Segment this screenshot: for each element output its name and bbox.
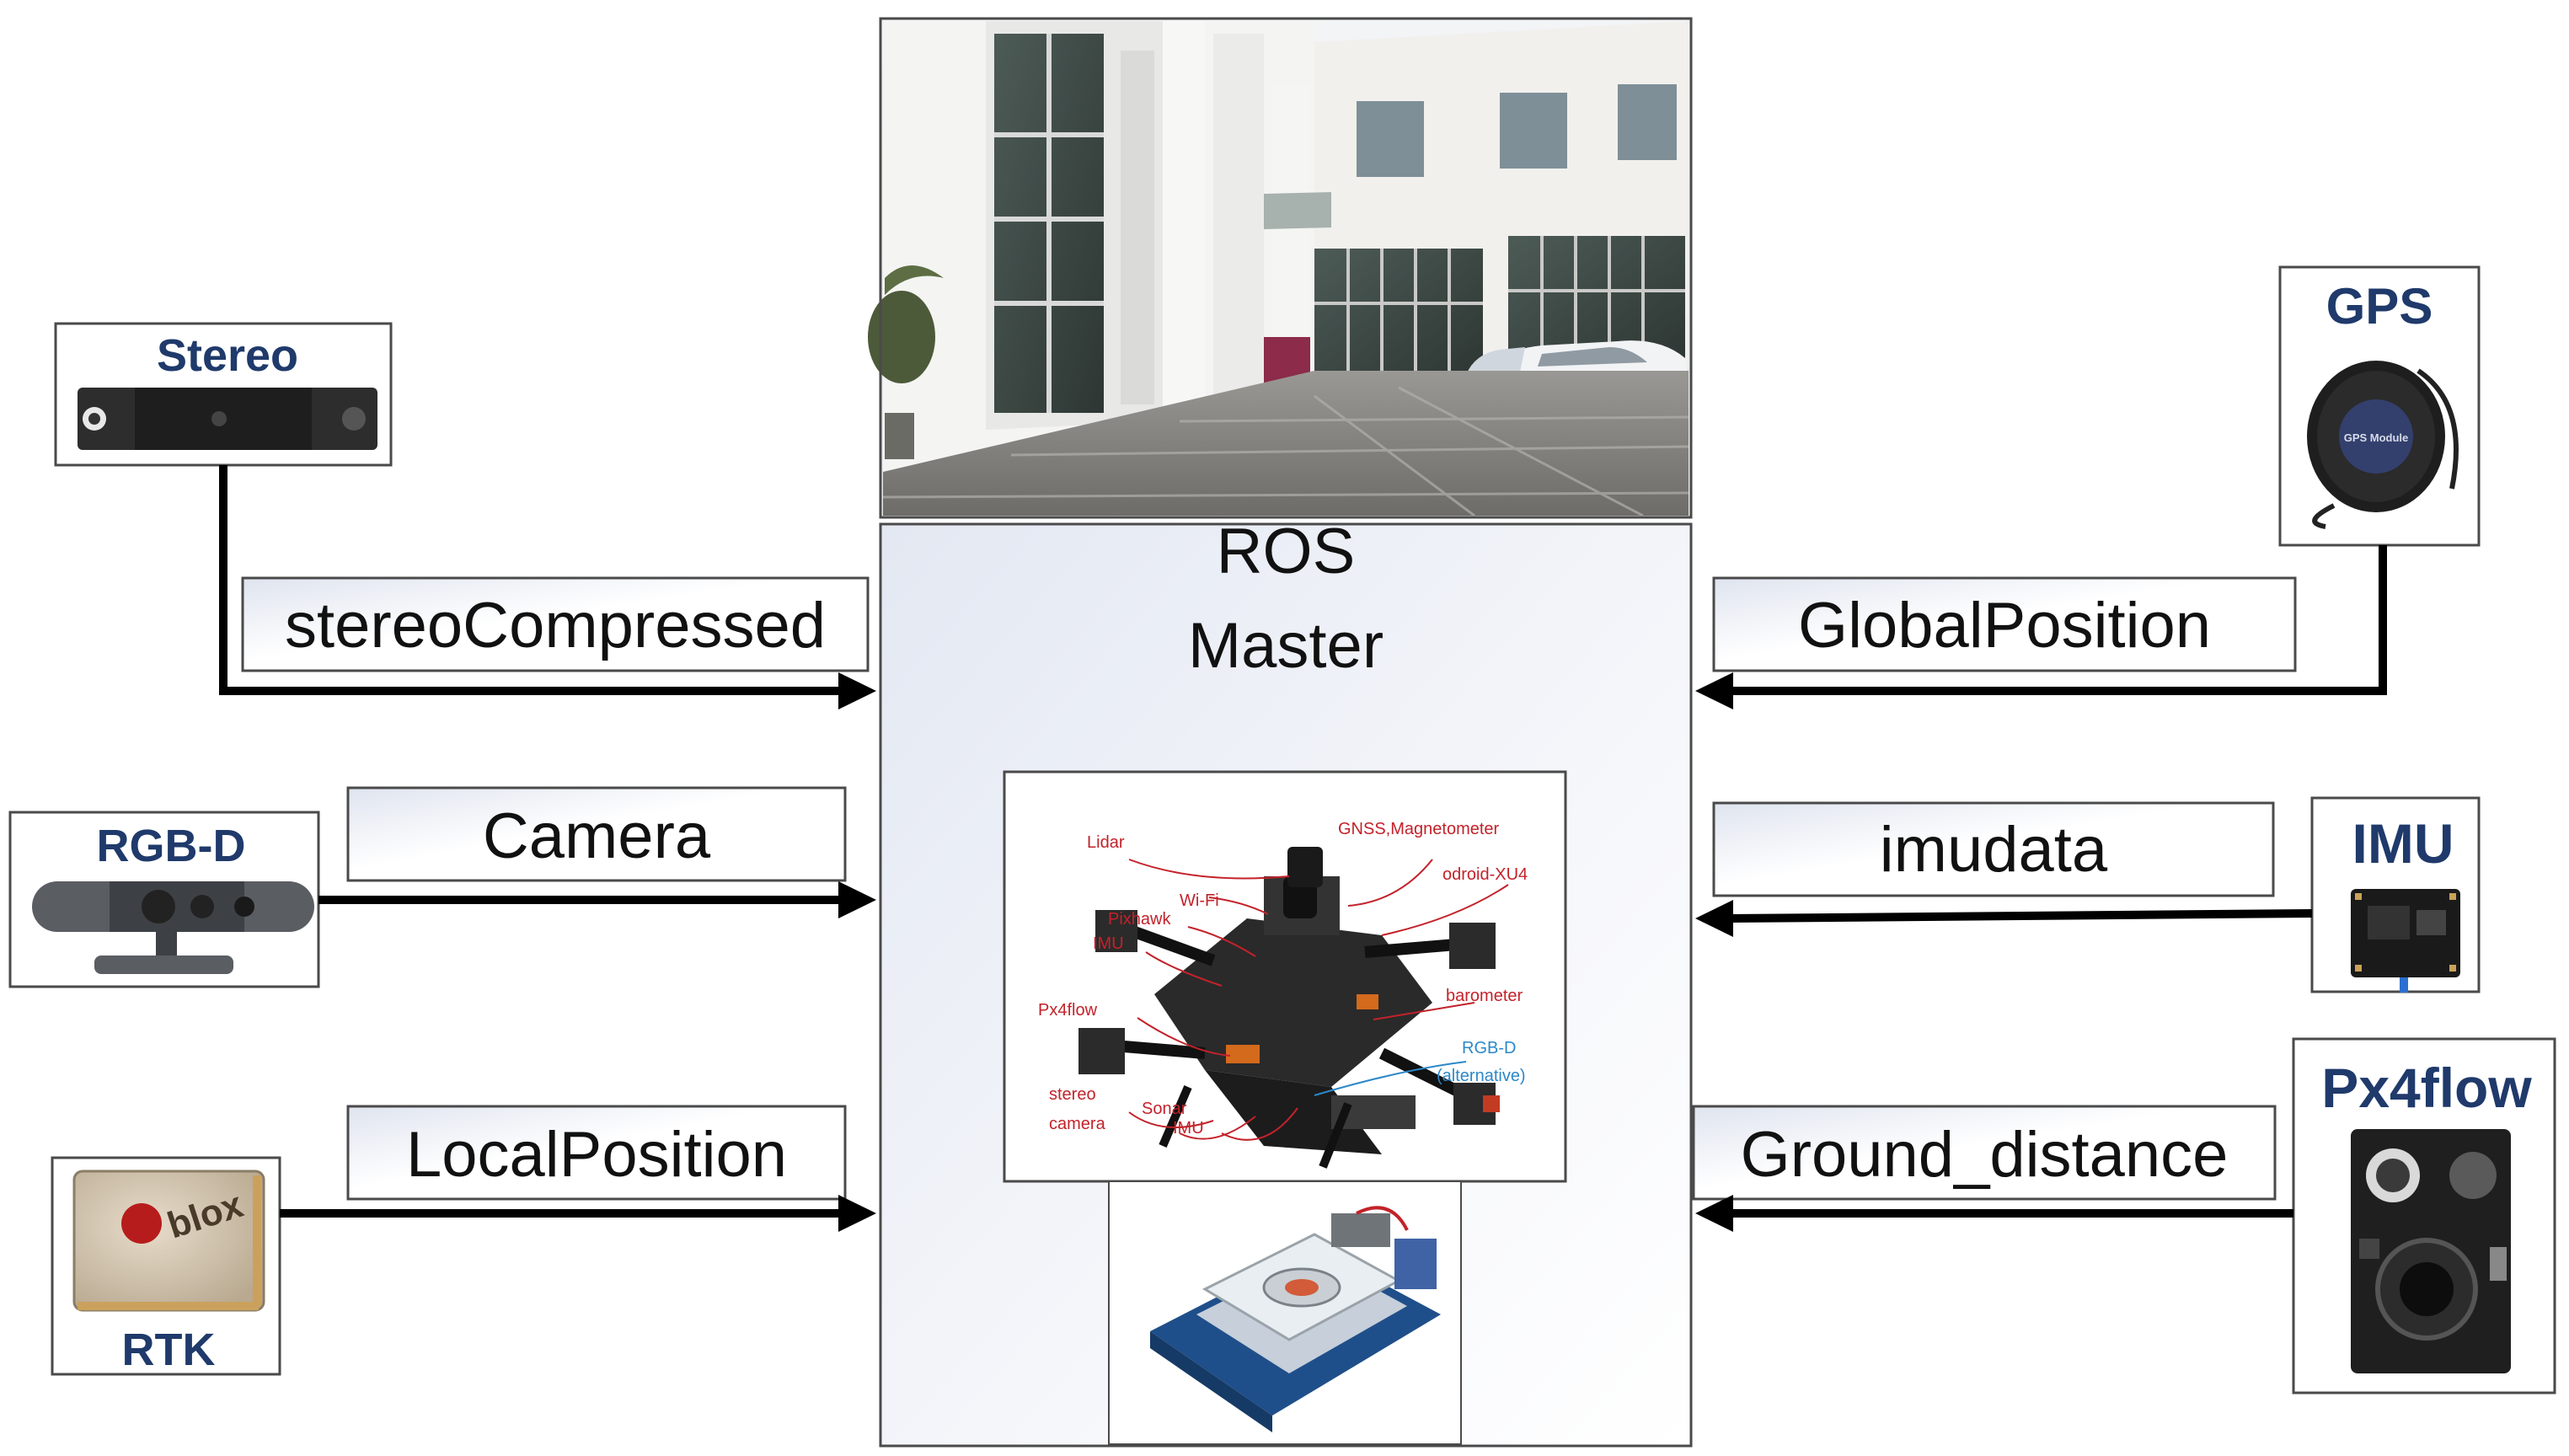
arrow-gps — [1729, 545, 2387, 695]
rgbd-title: RGB-D — [97, 821, 246, 871]
stereo-sensor: Stereo — [54, 322, 393, 467]
drone-label-wifi: Wi-Fi — [1180, 891, 1219, 910]
drone-label-rgbd: RGB-D — [1462, 1039, 1516, 1057]
topic-box-ground-distance — [1692, 1105, 2277, 1201]
imu-sensor: IMU — [2310, 796, 2481, 993]
drone-label-imu-bottom: IMU — [1173, 1119, 1204, 1138]
building-photo — [868, 17, 1693, 519]
rtk-sensor: blox RTK — [51, 1156, 281, 1376]
rgbd-camera-icon — [32, 881, 314, 974]
gps-sensor: GPS GPS Module — [2278, 265, 2481, 547]
topic-box-global-position — [1712, 576, 2297, 672]
drone-label-camera: camera — [1049, 1115, 1106, 1133]
topic-global-position: GlobalPosition — [1798, 590, 2211, 661]
drone-label-pixhawk: Pixhawk — [1108, 910, 1171, 929]
drone-body — [1078, 847, 1500, 1169]
topic-box-local-position — [346, 1105, 847, 1201]
ublox-chip-icon: blox — [72, 1170, 265, 1312]
rtk-title: RTK — [122, 1325, 216, 1375]
px4flow-sensor: Px4flow — [2292, 1037, 2556, 1394]
px4flow-title: Px4flow — [2321, 1057, 2532, 1119]
drone-label-sonar: Sonar — [1142, 1100, 1187, 1118]
topic-camera: Camera — [483, 800, 711, 872]
drone-label-rgbd-alternative: (alternative) — [1437, 1067, 1526, 1085]
topic-imudata: imudata — [1880, 814, 2108, 886]
imu-title: IMU — [2352, 812, 2454, 875]
px4flow-board-icon — [2351, 1129, 2511, 1373]
topic-labels: stereoCompressed Camera LocalPosition Gl… — [241, 576, 2297, 1201]
topic-stereo-compressed: stereoCompressed — [285, 590, 826, 661]
drone-leader-lines — [1128, 859, 1509, 1141]
topic-ground-distance: Ground_distance — [1741, 1119, 2229, 1191]
ros-master-title-line1: ROS — [1217, 516, 1356, 587]
ros-master-title-line2: Master — [1188, 610, 1384, 682]
rgbd-sensor: RGB-D — [8, 811, 320, 988]
arrow-imu — [1728, 909, 2313, 923]
drone-label-stereo: stereo — [1049, 1085, 1096, 1104]
topic-box-stereo-compressed — [241, 576, 870, 672]
potted-plant — [868, 265, 944, 459]
stereo-title: Stereo — [157, 330, 298, 381]
stereo-camera-icon — [78, 388, 377, 450]
drone-label-px4flow: Px4flow — [1038, 1001, 1098, 1020]
topic-box-camera — [346, 786, 847, 882]
topic-local-position: LocalPosition — [406, 1119, 787, 1191]
drone-label-odroid: odroid-XU4 — [1442, 865, 1528, 884]
drone-label-lidar: Lidar — [1087, 833, 1125, 852]
drone-label-barometer: barometer — [1446, 987, 1523, 1005]
gps-module-icon: GPS Module — [2307, 361, 2459, 529]
odroid-board-image — [1108, 1180, 1462, 1445]
arrow-stereo — [219, 465, 843, 695]
gps-title: GPS — [2326, 278, 2433, 335]
imu-board-icon — [2351, 889, 2460, 993]
arrows — [219, 465, 2387, 1232]
drone-label-gnss: GNSS,Magnetometer — [1338, 820, 1500, 838]
topic-box-imudata — [1712, 801, 2275, 897]
gps-module-text: GPS Module — [2344, 431, 2409, 444]
drone-label-imu-top: IMU — [1093, 934, 1124, 953]
drone-image: Lidar GNSS,Magnetometer Wi-Fi odroid-XU4… — [1003, 770, 1567, 1183]
